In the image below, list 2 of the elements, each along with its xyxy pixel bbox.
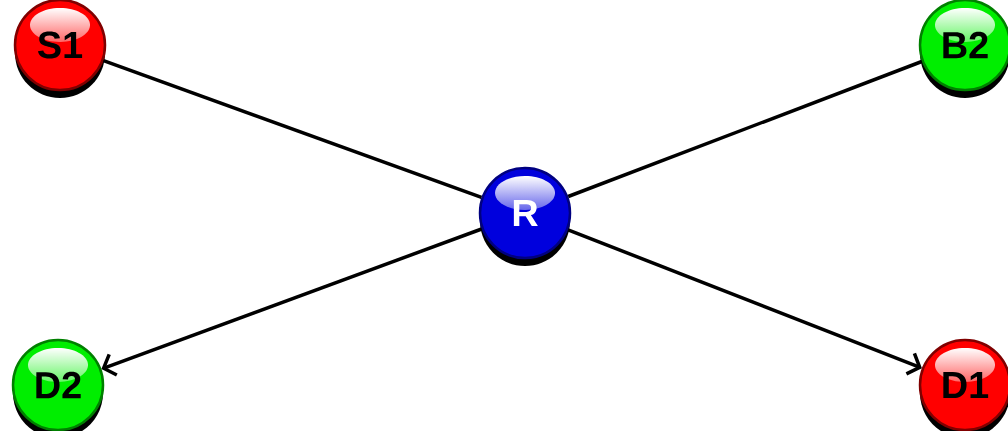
arrow [567, 228, 922, 376]
arrow [101, 227, 483, 377]
